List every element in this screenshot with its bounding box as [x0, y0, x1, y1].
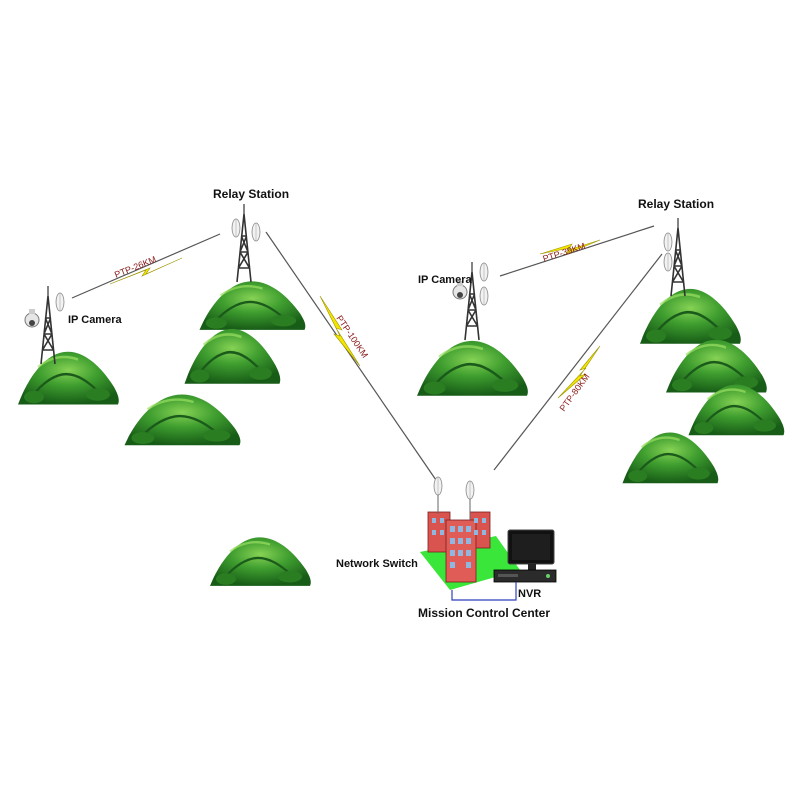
bolt-39km-icon: [539, 239, 601, 255]
link-line-39km: [499, 225, 655, 277]
dish-icon: [663, 232, 673, 252]
mission-control-center: Network Switch NVR Mission Control Cente…: [336, 476, 557, 620]
relay-site-right: Relay Station: [621, 197, 786, 485]
hill: [638, 287, 743, 346]
hill: [16, 350, 121, 406]
nvr-label: NVR: [518, 588, 541, 600]
relay-station-label-left: Relay Station: [213, 187, 289, 201]
hill: [123, 393, 242, 447]
left-camera-site: IP Camera: [16, 285, 122, 406]
relay-station-label-right: Relay Station: [638, 197, 714, 211]
bolt-26km-icon: [109, 257, 183, 285]
hill: [621, 431, 720, 485]
camera-icon: [24, 309, 40, 328]
hill: [208, 536, 312, 588]
tower-icon: [40, 285, 56, 365]
hill: [198, 280, 307, 332]
ip-camera-label-center: IP Camera: [418, 274, 472, 286]
monitor-icon: [507, 529, 555, 570]
links: [71, 225, 663, 481]
tower-icon: [670, 217, 686, 297]
link-label-80km: PTP-80KM: [558, 372, 592, 413]
ip-camera-label-left: IP Camera: [68, 314, 122, 326]
dish-icon: [663, 252, 673, 272]
tower-icon: [236, 203, 252, 283]
dish-icon: [55, 292, 65, 312]
link-line-100km: [265, 231, 437, 481]
dish-icon: [433, 476, 443, 496]
hill: [664, 338, 769, 394]
network-switch-label: Network Switch: [336, 558, 418, 570]
link-line-80km: [493, 253, 663, 471]
camera-icon: [452, 281, 468, 300]
link-label-39km: PTP-39KM: [542, 241, 587, 264]
dish-icon: [479, 286, 489, 306]
hill: [415, 339, 530, 398]
building-icon: [427, 511, 491, 583]
link-line-26km: [71, 233, 221, 299]
dish-icon: [231, 218, 241, 238]
mission-control-center-label: Mission Control Center: [418, 606, 550, 620]
dish-icon: [479, 262, 489, 282]
nvr-device-icon: [493, 569, 557, 583]
bolt-100km-icon: [319, 295, 361, 367]
hill: [183, 327, 282, 386]
bolt-80km-icon: [557, 345, 601, 399]
dish-icon: [465, 480, 475, 500]
network-cable: [451, 582, 517, 601]
relay-site-left: Relay Station: [123, 187, 307, 447]
link-label-26km: PTP-26KM: [113, 254, 158, 280]
center-camera-site: IP Camera: [415, 261, 530, 398]
dish-icon: [251, 222, 261, 242]
lightning-bolts: [109, 239, 601, 399]
